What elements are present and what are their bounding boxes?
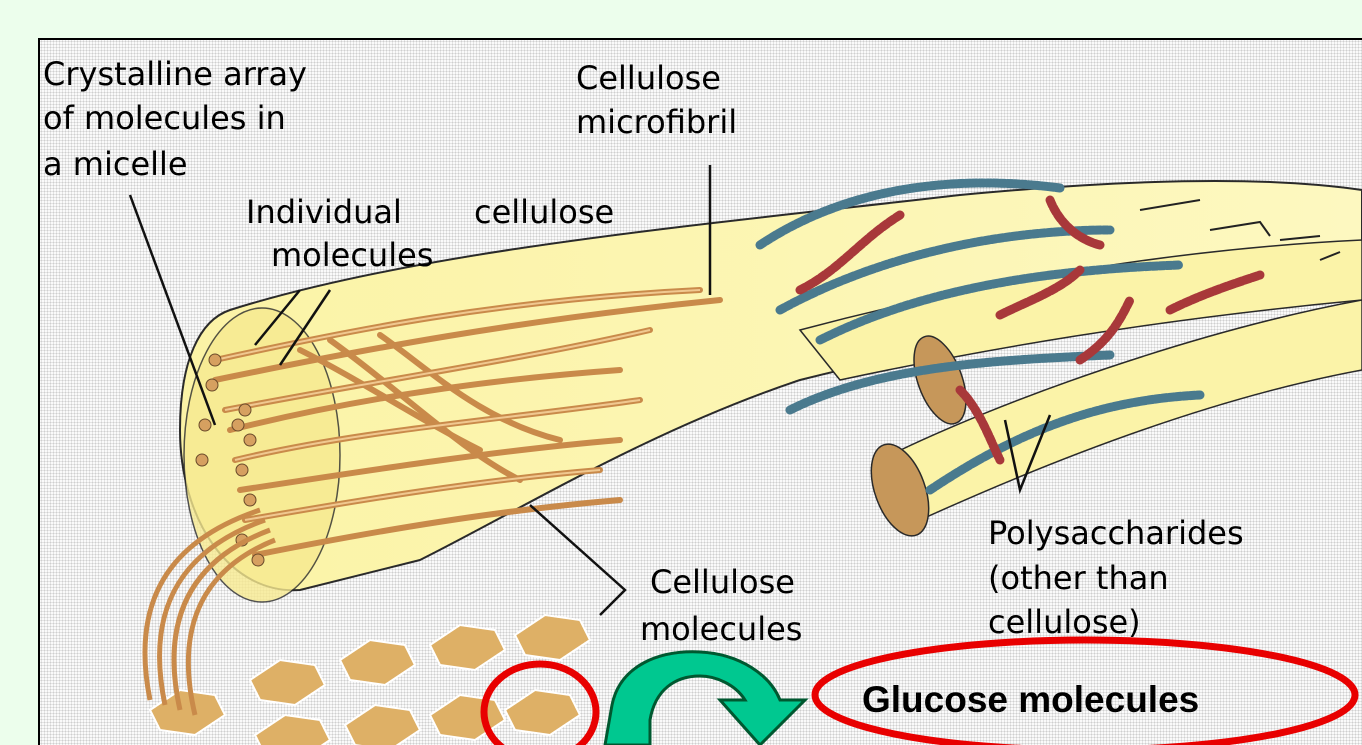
label-individual-molecules: Individual molecules [246, 193, 433, 274]
label-crystalline-array: Crystalline array of molecules in a mice… [43, 55, 317, 183]
label-cellulose-word: cellulose [474, 193, 614, 231]
label-polysaccharides: Polysaccharides (other than cellulose) [988, 514, 1254, 641]
glucose-hexagon-chain [150, 615, 590, 745]
curved-arrow-icon [605, 652, 805, 745]
label-cellulose-microfibril: Cellulose microfibril [576, 59, 737, 141]
label-cellulose-molecules: Cellulose molecules [640, 563, 805, 648]
label-glucose-molecules: Glucose molecules [862, 679, 1199, 720]
